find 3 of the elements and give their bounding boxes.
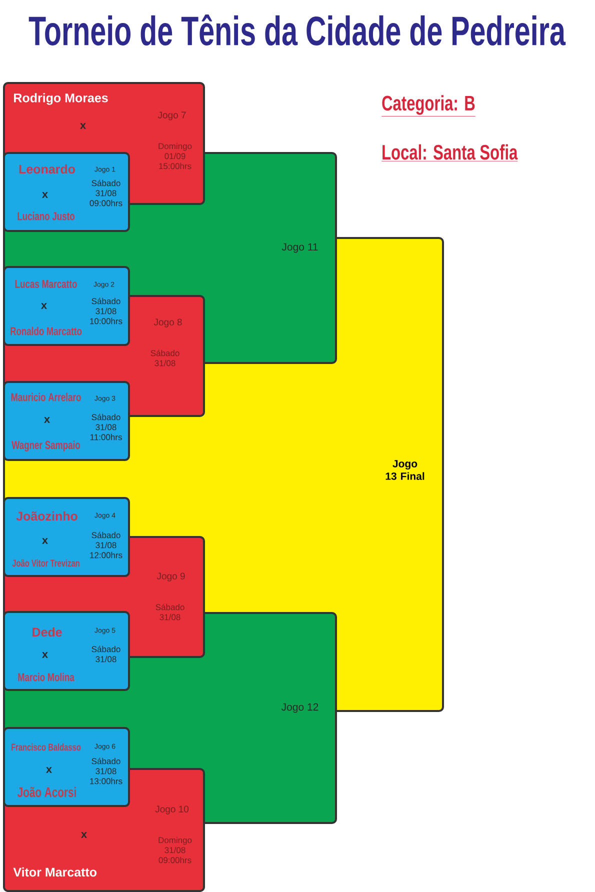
info-label: Categoria: B — [381, 95, 476, 116]
title: Torneio de Tênis da Cidade de Pedreira — [28, 14, 566, 46]
info-label: Local: Santa Sofia — [381, 144, 518, 162]
